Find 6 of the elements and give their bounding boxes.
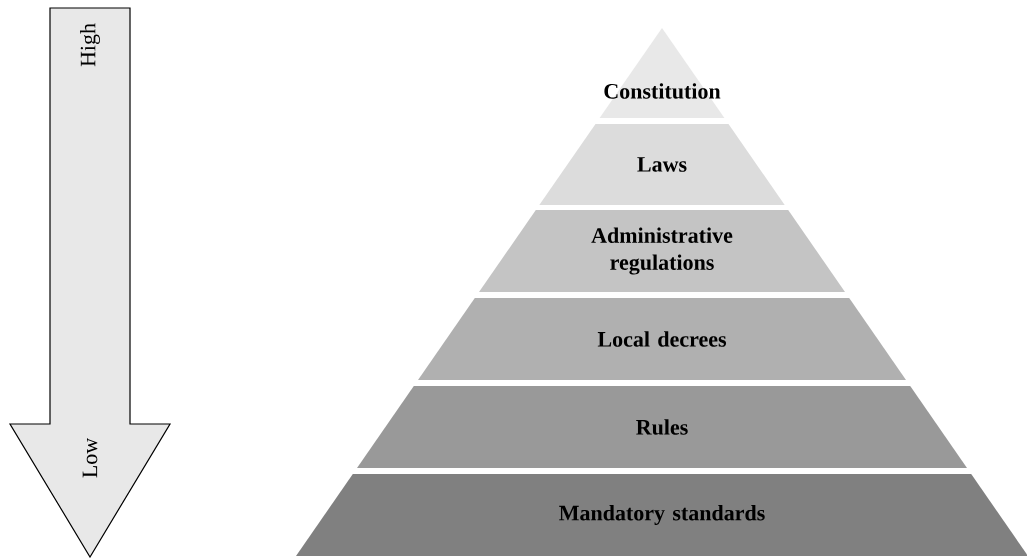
pyramid-band: Laws xyxy=(539,124,785,205)
pyramid-band: Mandatory standards xyxy=(296,474,1027,556)
pyramid-band: Administrative regulations xyxy=(479,210,845,292)
pyramid-band: Rules xyxy=(357,386,967,468)
pyramid-band: Local decrees xyxy=(418,298,906,380)
pyramid-band: Constitution xyxy=(599,28,725,118)
